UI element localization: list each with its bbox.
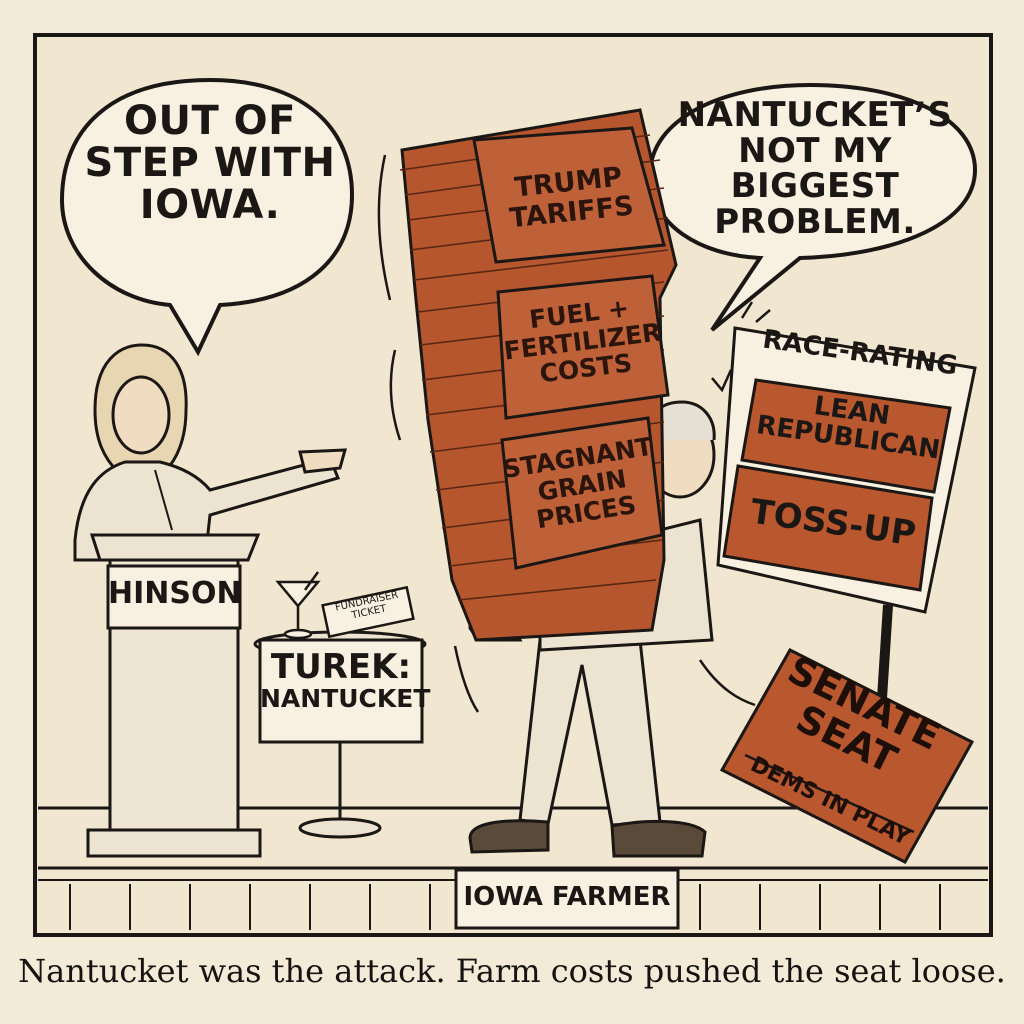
motion-lines	[377, 154, 771, 713]
podium	[86, 533, 262, 858]
speech-bubble-right	[647, 82, 978, 332]
paper-fuel	[496, 274, 670, 420]
fundraiser-ticket	[321, 585, 415, 639]
paper-tariffs	[472, 126, 666, 264]
speech-right-text: NANTUCKET’S NOT MY BIGGEST PROBLEM.	[677, 95, 953, 243]
race-rating-sign	[716, 326, 977, 761]
senate-seat-sign	[719, 648, 975, 864]
cocktail-table	[253, 630, 427, 839]
caption: Nantucket was the attack. Farm costs pus…	[18, 952, 1006, 990]
toss-up-panel	[722, 464, 934, 592]
stage-label-box	[454, 868, 680, 930]
iowa-farmer-label: IOWA FARMER	[463, 882, 671, 912]
paper-grain	[500, 416, 664, 570]
table-sign: TUREK: NANTUCKET	[260, 647, 431, 713]
paper-stack	[399, 108, 678, 642]
speech-left-text: OUT OF STEP WITH IOWA.	[84, 98, 336, 228]
speech-bubble-left	[59, 77, 355, 357]
martini-glass-icon	[275, 571, 321, 640]
podium-label: HINSON	[108, 576, 242, 611]
lean-republican-panel	[740, 378, 952, 494]
